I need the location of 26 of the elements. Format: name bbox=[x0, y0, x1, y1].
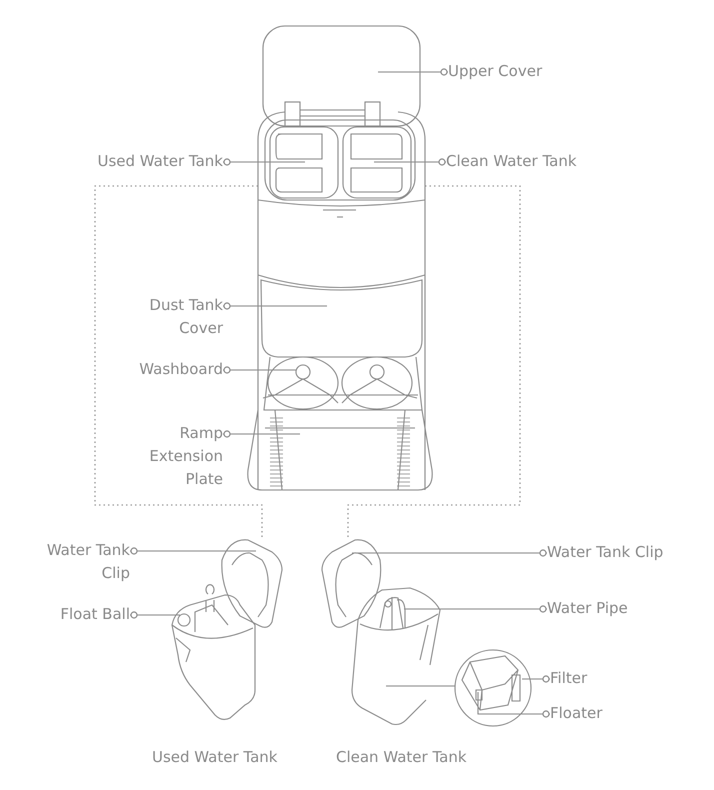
leader-line bbox=[477, 692, 550, 718]
leader-line bbox=[378, 68, 448, 76]
leader-line bbox=[352, 549, 547, 557]
part-label: Dust Tank Cover bbox=[133, 294, 223, 340]
part-label: Water Tank Clip bbox=[547, 541, 707, 564]
part-label: Used Water Tank bbox=[63, 150, 223, 173]
leader-line bbox=[130, 547, 256, 555]
part-label: Clean Water Tank bbox=[446, 150, 616, 173]
part-label: Floater bbox=[550, 702, 630, 725]
leader-line bbox=[223, 302, 327, 310]
part-label: Water Pipe bbox=[547, 597, 667, 620]
part-label: Ramp Extension Plate bbox=[133, 422, 223, 491]
part-label: Upper Cover bbox=[448, 60, 598, 83]
part-label: Washboard bbox=[113, 358, 223, 381]
leader-line bbox=[223, 366, 296, 374]
tank-caption: Used Water Tank bbox=[152, 747, 278, 768]
leader-line bbox=[404, 605, 547, 613]
part-label: Filter bbox=[550, 667, 630, 690]
leader-line bbox=[223, 158, 305, 166]
leader-line bbox=[374, 158, 446, 166]
leader-line bbox=[522, 675, 550, 683]
leader-line bbox=[223, 430, 300, 438]
part-label: Water Tank Clip bbox=[30, 539, 130, 585]
leader-line bbox=[130, 611, 180, 619]
tank-caption: Clean Water Tank bbox=[336, 747, 467, 768]
part-label: Float Ball bbox=[20, 603, 130, 626]
